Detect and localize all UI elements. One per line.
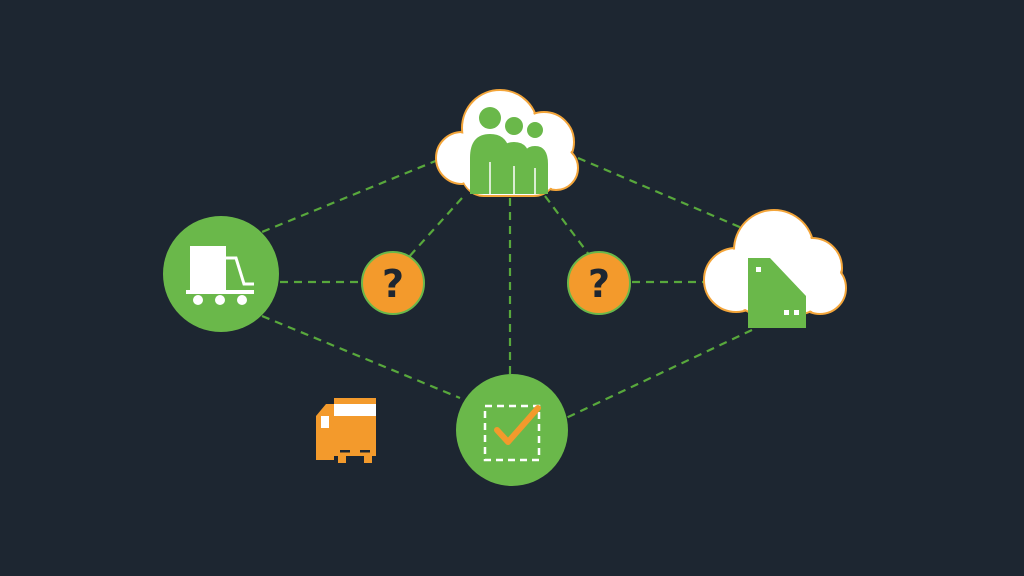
device-icon — [748, 258, 806, 328]
cart-node — [163, 216, 279, 332]
left-question-mark: ? — [382, 262, 404, 306]
connector-hub-to-cart — [261, 158, 439, 234]
cart-icon — [186, 246, 254, 305]
connector-hub-to-left-question — [407, 197, 463, 259]
truck-icon — [316, 398, 376, 463]
connector-hub-to-device — [577, 156, 743, 230]
connectors — [261, 156, 753, 419]
checkbox-node — [456, 374, 568, 486]
right-question-node: ? — [567, 251, 631, 315]
checkbox-icon — [483, 404, 541, 462]
left-question-node: ? — [361, 251, 425, 315]
connector-cart-to-checkbox — [261, 314, 461, 400]
connector-device-to-checkbox — [565, 329, 753, 419]
right-question-mark: ? — [588, 262, 610, 306]
connector-hub-to-right-question — [544, 195, 591, 257]
device-cloud — [703, 209, 847, 328]
hub-cloud — [435, 89, 579, 197]
